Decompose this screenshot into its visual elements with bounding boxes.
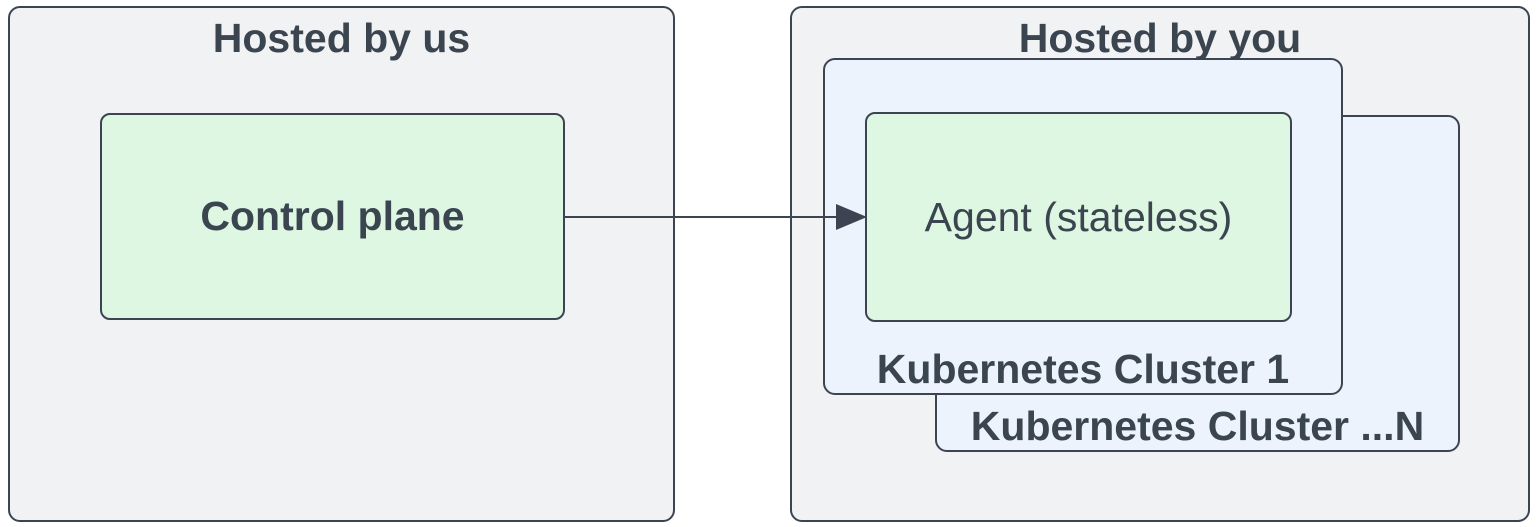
- control-plane-to-agent-arrow: [565, 204, 867, 230]
- hosted-by-us-container: Hosted by us Control plane: [8, 6, 675, 522]
- hosted-by-you-container: Hosted by you Kubernetes Cluster ...N Ag…: [790, 6, 1530, 522]
- kubernetes-cluster-1-box: Agent (stateless) Kubernetes Cluster 1: [823, 58, 1343, 395]
- hosted-by-you-title: Hosted by you: [1018, 15, 1302, 61]
- agent-node: Agent (stateless): [865, 112, 1292, 322]
- control-plane-label: Control plane: [200, 193, 465, 239]
- agent-label: Agent (stateless): [924, 193, 1233, 240]
- kubernetes-cluster-1-label: Kubernetes Cluster 1: [876, 346, 1290, 392]
- arrow-head-icon: [836, 204, 867, 230]
- kubernetes-cluster-n-label: Kubernetes Cluster ...N: [970, 403, 1425, 449]
- hosted-by-us-title: Hosted by us: [212, 15, 471, 61]
- control-plane-node: Control plane: [100, 113, 565, 320]
